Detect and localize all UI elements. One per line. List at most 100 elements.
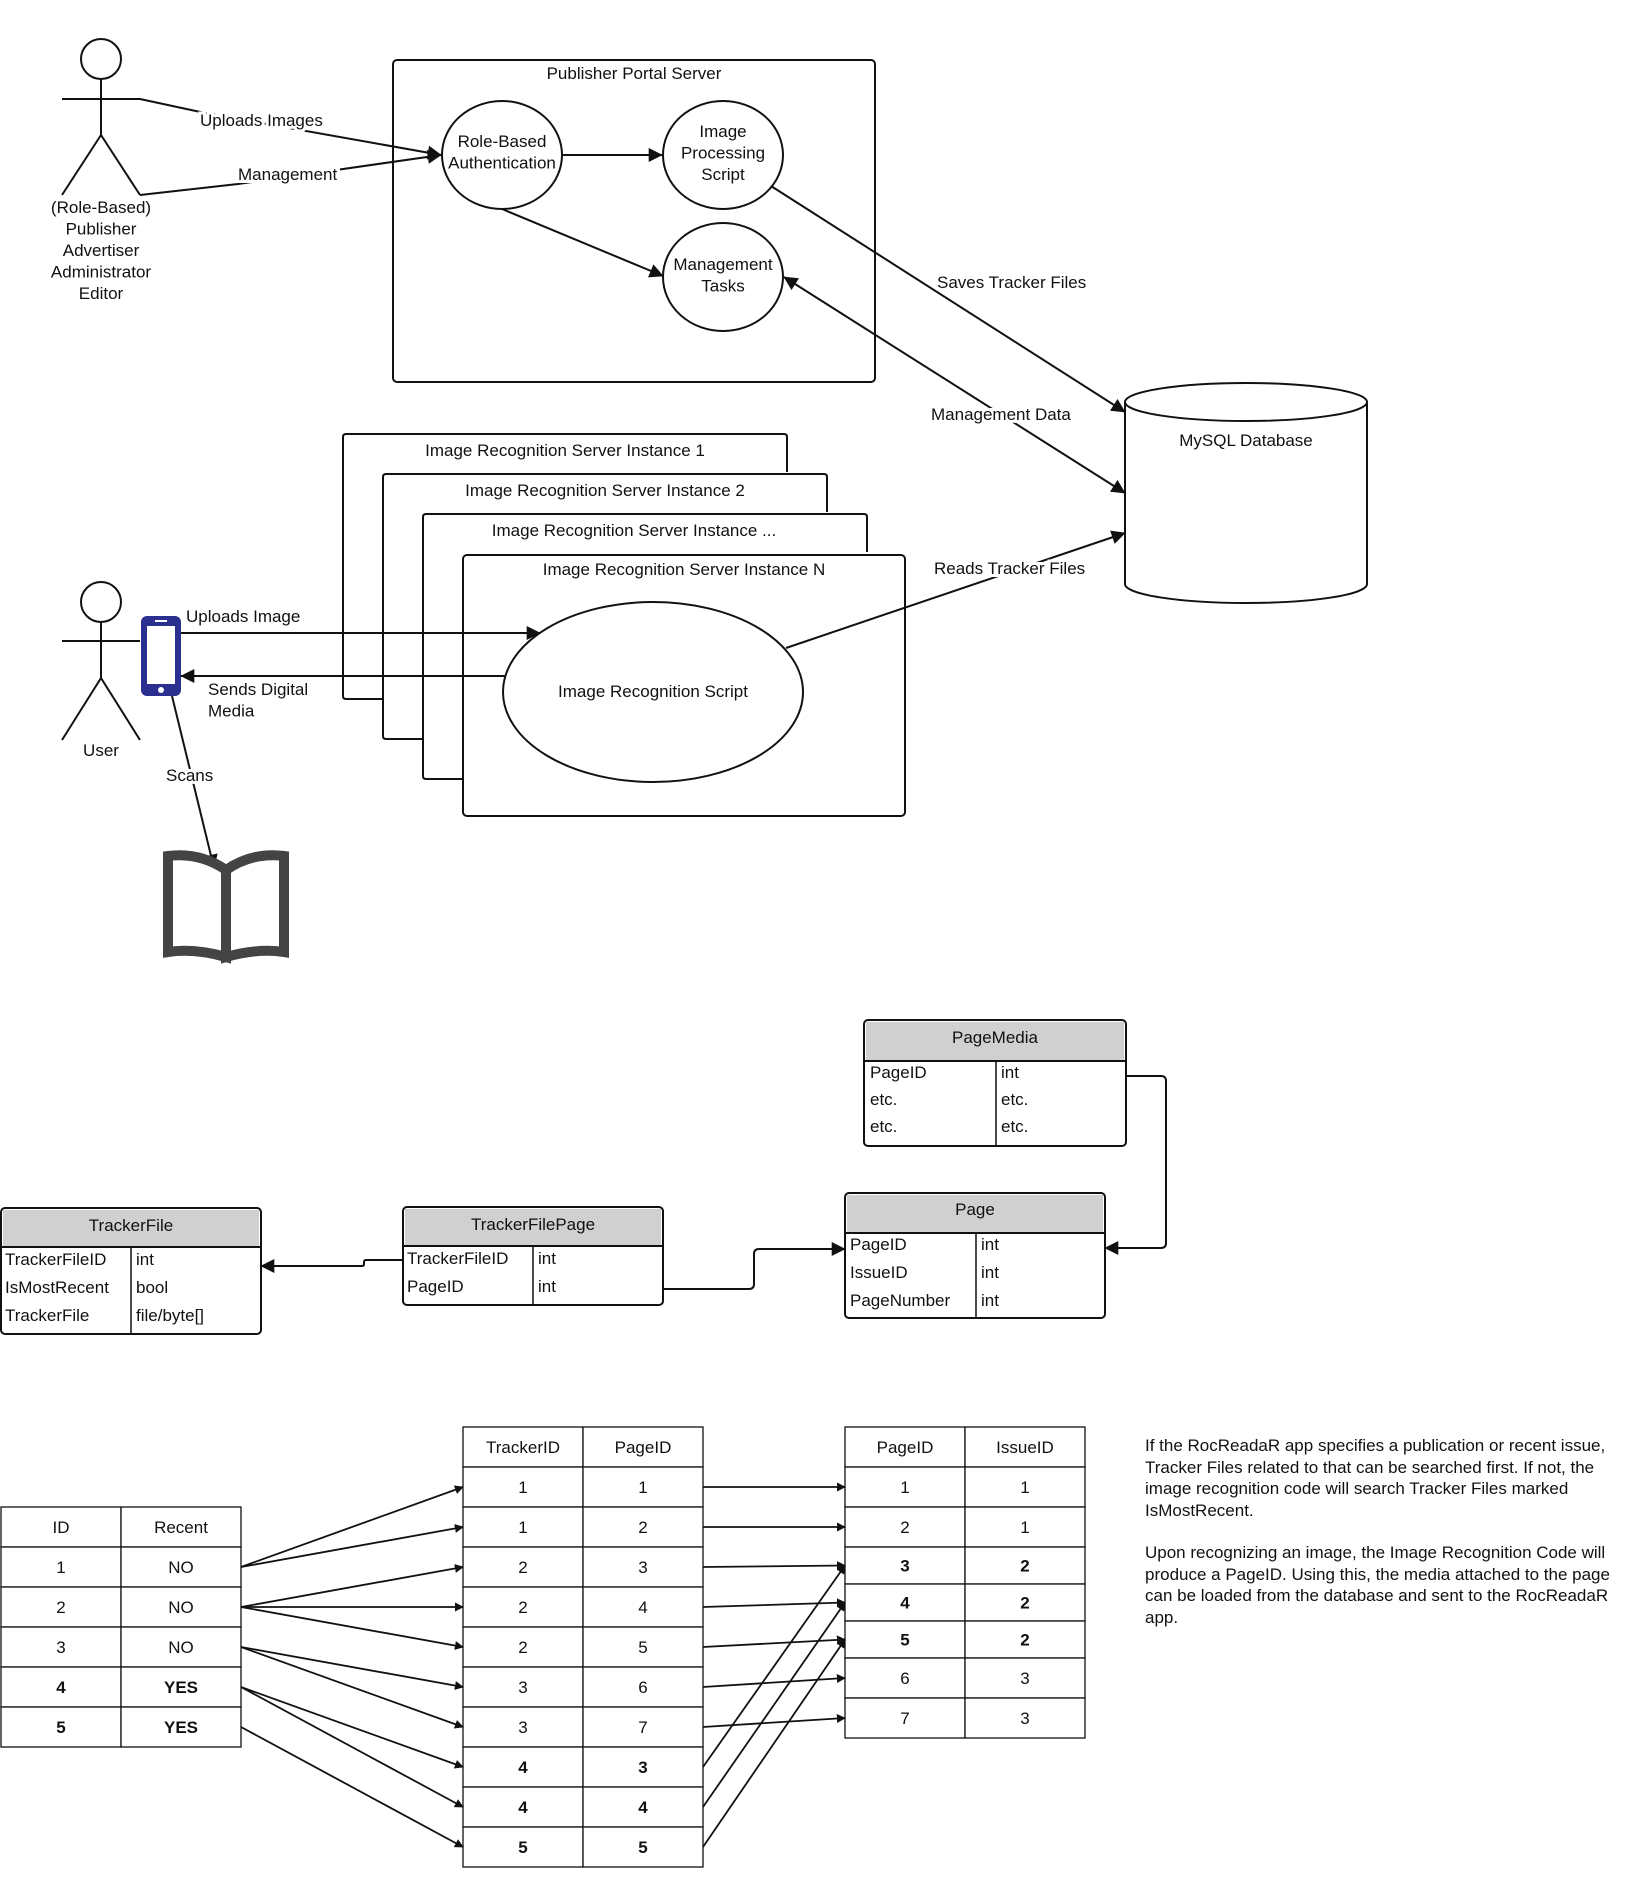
table-cell: 4	[518, 1758, 528, 1777]
mapping-arrow	[240, 1646, 464, 1729]
table-cell: 2	[638, 1518, 647, 1537]
user-actor-label: User	[83, 741, 119, 760]
edge-management	[139, 149, 442, 196]
table-cell: 3	[900, 1557, 909, 1576]
svg-text:PageNumber: PageNumber	[850, 1291, 951, 1310]
mysql-database-label: MySQL Database	[1179, 431, 1313, 450]
svg-text:TrackerFileID: TrackerFileID	[5, 1250, 106, 1269]
user-actor	[61, 581, 141, 741]
instance-n-label: Image Recognition Server Instance N	[543, 560, 826, 579]
mapping-arrow	[240, 1686, 464, 1769]
edge-management-data	[783, 276, 1126, 494]
explanation-paragraph-1: If the RocReadaR app specifies a publica…	[1145, 1436, 1606, 1520]
svg-text:int: int	[136, 1250, 154, 1269]
table-cell: 2	[900, 1518, 909, 1537]
mapping-arrow	[240, 1606, 464, 1650]
image-recognition-script-node	[502, 601, 804, 783]
image-recognition-script-label: Image Recognition Script	[558, 682, 748, 701]
table-cell: 2	[518, 1638, 527, 1657]
table-cell: NO	[168, 1638, 194, 1657]
svg-text:PageID: PageID	[850, 1235, 907, 1254]
mapping-arrow	[240, 1686, 464, 1808]
table-cell: 3	[638, 1758, 647, 1777]
edge-saves-tracker-files-label: Saves Tracker Files	[937, 273, 1086, 292]
table-header-cell: PageID	[615, 1438, 672, 1457]
table-cell: 2	[518, 1598, 527, 1617]
mapping-arrow	[702, 1561, 846, 1571]
relation-trackerfilepage-trackerfile	[260, 1259, 403, 1273]
edge-auth-to-management	[501, 208, 664, 278]
entity-tracker-file: TrackerFile TrackerFileID int IsMostRece…	[0, 1207, 262, 1335]
relation-pagemedia-page	[1104, 1075, 1167, 1255]
instance-3-label: Image Recognition Server Instance ...	[492, 521, 776, 540]
mapping-arrow	[702, 1598, 846, 1608]
svg-text:PageID: PageID	[870, 1063, 927, 1082]
publisher-portal-box	[392, 59, 876, 383]
table-cell: NO	[168, 1598, 194, 1617]
svg-text:TrackerFile: TrackerFile	[5, 1306, 89, 1325]
table-header-cell: TrackerID	[486, 1438, 560, 1457]
mapping-arrow	[240, 1564, 464, 1608]
mapping-arrow	[702, 1635, 846, 1648]
instance-1-label: Image Recognition Server Instance 1	[425, 441, 705, 460]
svg-text:etc.: etc.	[870, 1090, 897, 1109]
table-cell: 4	[638, 1598, 647, 1617]
table-cell: 4	[518, 1798, 528, 1817]
svg-text:int: int	[538, 1277, 556, 1296]
table-cell: 7	[900, 1709, 909, 1728]
table-header-cell: IssueID	[996, 1438, 1054, 1457]
relation-trackerfilepage-page	[663, 1242, 846, 1290]
table-cell: 1	[1020, 1478, 1029, 1497]
table-cell: 5	[56, 1718, 65, 1737]
table-cell: 1	[518, 1478, 527, 1497]
table-cell: 2	[1020, 1557, 1029, 1576]
mapping-arrow	[240, 1726, 464, 1848]
svg-text:IssueID: IssueID	[850, 1263, 908, 1282]
svg-text:etc.: etc.	[1001, 1090, 1028, 1109]
edge-uploads-images	[139, 98, 442, 160]
svg-text:int: int	[981, 1263, 999, 1282]
table-cell: 3	[638, 1558, 647, 1577]
explanation-note: If the RocReadaR app specifies a publica…	[1145, 1435, 1615, 1649]
table-cell: 3	[518, 1718, 527, 1737]
edge-uploads-images-label: Uploads Images	[200, 111, 323, 130]
table-cell: 4	[56, 1678, 66, 1697]
table-cell: 4	[638, 1798, 648, 1817]
table-cell: 1	[900, 1478, 909, 1497]
image-processing-node	[662, 100, 784, 210]
svg-text:Page: Page	[955, 1200, 995, 1219]
table-cell: 6	[900, 1669, 909, 1688]
edge-scans-label: Scans	[166, 766, 213, 785]
svg-text:file/byte[]: file/byte[]	[136, 1306, 204, 1325]
mapping-arrow	[702, 1714, 846, 1728]
svg-text:etc.: etc.	[1001, 1117, 1028, 1136]
table-cell: 5	[900, 1631, 909, 1650]
table-cell: 2	[518, 1558, 527, 1577]
table-cell: 1	[56, 1558, 65, 1577]
edge-management-label: Management	[238, 165, 338, 184]
svg-text:TrackerFile: TrackerFile	[89, 1216, 173, 1235]
mapping-arrow	[240, 1524, 464, 1568]
entity-tracker-file-page: TrackerFilePage TrackerFileID int PageID…	[402, 1206, 664, 1306]
admin-actor	[61, 38, 141, 196]
phone-icon	[141, 616, 181, 696]
mapping-arrow	[702, 1601, 846, 1808]
svg-text:PageID: PageID	[407, 1277, 464, 1296]
edge-reads-tracker-files	[785, 530, 1126, 649]
svg-text:bool: bool	[136, 1278, 168, 1297]
edge-scans	[171, 695, 218, 869]
table-cell: 3	[518, 1678, 527, 1697]
mapping-arrow	[240, 1485, 464, 1568]
edge-uploads-image-label: Uploads Image	[186, 607, 300, 626]
book-icon	[163, 850, 289, 964]
table-cell: NO	[168, 1558, 194, 1577]
svg-text:int: int	[538, 1249, 556, 1268]
svg-text:int: int	[1001, 1063, 1019, 1082]
mapping-arrow	[702, 1674, 846, 1688]
